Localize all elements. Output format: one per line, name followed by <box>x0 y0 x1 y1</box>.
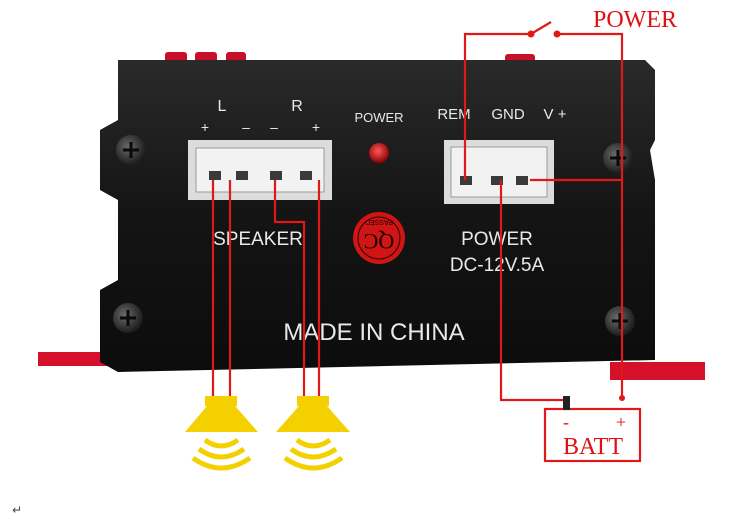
batt-label: BATT <box>563 434 623 460</box>
speaker-wires <box>211 180 321 398</box>
speaker-label: SPEAKER <box>213 229 303 250</box>
power-switch-icon <box>527 21 561 38</box>
speaker-right-icon <box>276 396 350 471</box>
return-mark: ↵ <box>12 503 22 517</box>
right-minus-sign: – <box>270 119 278 135</box>
gnd-label: GND <box>491 106 525 123</box>
screw-icon <box>113 303 143 333</box>
left-minus-sign: – <box>242 119 250 135</box>
vplus-label: V + <box>544 106 567 123</box>
power-label: POWER <box>461 229 533 250</box>
screw-icon <box>603 143 633 173</box>
rem-label: REM <box>437 106 470 123</box>
speaker-right-label: R <box>291 98 303 115</box>
switch-label: POWER <box>593 7 677 33</box>
speaker-left-label: L <box>218 98 227 115</box>
power-led-label: POWER <box>354 110 403 125</box>
qc-sticker: QC PASSED <box>353 212 405 264</box>
qc-sticker-text: QC <box>364 229 395 254</box>
batt-plus-label: + <box>616 412 626 432</box>
speaker-connector <box>188 140 332 200</box>
screw-icon <box>605 306 635 336</box>
screw-icon <box>116 135 146 165</box>
right-plus-sign: + <box>312 119 320 135</box>
speaker-left-icon <box>185 396 258 471</box>
batt-minus-label: - <box>563 412 569 432</box>
battery-icon <box>543 395 642 463</box>
left-plus-sign: + <box>201 119 209 135</box>
power-connector <box>444 140 554 204</box>
made-in-label: MADE IN CHINA <box>283 319 464 346</box>
qc-sticker-small: PASSED <box>365 218 393 225</box>
power-spec: DC-12V.5A <box>450 255 545 276</box>
power-led <box>369 143 389 163</box>
heatsink-fins-bottom <box>38 352 705 380</box>
